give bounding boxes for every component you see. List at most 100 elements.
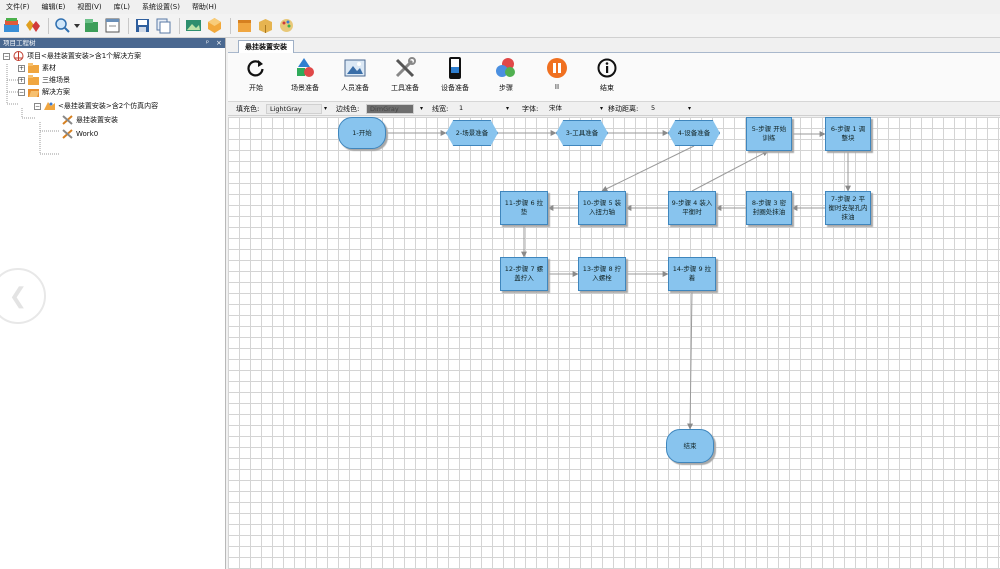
action-ribbon: 开始 场景准备 人员准备 工具准备 设备准备 步骤 II 结束 xyxy=(228,53,1000,102)
menu-library[interactable]: 库(L) xyxy=(113,3,131,11)
solution-icon xyxy=(44,102,55,110)
line-color-label: 边线色: xyxy=(336,105,360,113)
collapse-icon[interactable]: − xyxy=(3,52,10,60)
close-icon[interactable]: × xyxy=(216,39,222,47)
fill-color-select[interactable]: LightGray xyxy=(266,104,322,114)
flow-node-n8[interactable]: 8-步骤 3 密封圈处抹油 xyxy=(746,191,792,225)
flow-node-label: 13-步骤 8 拧入螺栓 xyxy=(582,265,622,282)
font-select[interactable]: 宋体 xyxy=(549,104,562,112)
chevron-down-icon[interactable]: ▾ xyxy=(688,105,692,112)
flow-node-n6[interactable]: 6-步骤 1 调整块 xyxy=(825,117,871,151)
tree-item-simulation[interactable]: 悬挂装置安装 xyxy=(62,114,118,126)
scene-prep-button[interactable]: 场景准备 xyxy=(285,57,325,99)
back-arrow-icon[interactable]: ❮ xyxy=(0,268,46,324)
tree-item-solutions[interactable]: − 解决方案 xyxy=(18,86,70,98)
flow-node-n1[interactable]: 1-开始 xyxy=(338,117,386,149)
flow-node-n5[interactable]: 5-步骤 开始训练 xyxy=(746,117,792,151)
tree-item-work[interactable]: Work0 xyxy=(62,128,98,140)
tree-item-assets[interactable]: + 素材 xyxy=(18,62,56,74)
flow-node-n13[interactable]: 13-步骤 8 拧入螺栓 xyxy=(578,257,626,291)
menu-settings[interactable]: 系统设置(S) xyxy=(142,3,180,11)
tree-item-scenes[interactable]: + 三维场景 xyxy=(18,74,70,86)
copy-icon[interactable] xyxy=(154,16,173,35)
tree-item-project[interactable]: − 项目<悬挂装置安装>含1个解决方案 xyxy=(3,50,141,62)
box-icon[interactable] xyxy=(235,16,254,35)
pin-icon[interactable]: ᵖ xyxy=(206,39,209,47)
staff-prep-button[interactable]: 人员准备 xyxy=(335,57,375,99)
steps-button[interactable]: 步骤 xyxy=(486,57,526,99)
pause-icon xyxy=(546,57,568,79)
flow-node-n15[interactable]: 结束 xyxy=(666,429,714,463)
tree-item-label: 素材 xyxy=(42,64,56,72)
menu-view[interactable]: 视图(V) xyxy=(77,3,102,11)
flow-node-n10[interactable]: 10-步骤 5 装入扭力轴 xyxy=(578,191,626,225)
collapse-icon[interactable]: − xyxy=(34,102,41,110)
flow-edge-n4-n10 xyxy=(601,145,695,192)
chevron-down-icon[interactable] xyxy=(74,16,80,35)
flow-node-label: 1-开始 xyxy=(352,128,372,137)
flow-node-n2[interactable]: 2-场景准备 xyxy=(446,120,498,146)
panel-title: 项目工程树 xyxy=(3,39,36,47)
landscape-icon[interactable] xyxy=(184,16,203,35)
flow-node-label: 结束 xyxy=(683,441,697,450)
pause-button[interactable]: II xyxy=(537,57,577,99)
cube-icon[interactable] xyxy=(205,16,224,35)
line-width-select[interactable]: 1 xyxy=(459,104,464,112)
folder-add-icon[interactable] xyxy=(82,16,101,35)
flow-node-n9[interactable]: 9-步骤 4 装入平衡时 xyxy=(668,191,716,225)
collapse-icon[interactable]: − xyxy=(18,88,25,96)
flow-edge-n9-n5 xyxy=(691,150,769,192)
flow-node-n4[interactable]: 4-设备准备 xyxy=(668,120,720,146)
flow-node-label: 6-步骤 1 调整块 xyxy=(830,125,866,142)
fill-color-label: 填充色: xyxy=(236,105,260,113)
tree-item-label: 悬挂装置安装 xyxy=(76,116,118,124)
flow-node-n7[interactable]: 7-步骤 2 平衡时支架孔内抹油 xyxy=(825,191,871,225)
window-icon[interactable] xyxy=(103,16,122,35)
chevron-down-icon[interactable]: ▾ xyxy=(420,105,424,112)
chevron-down-icon[interactable]: ▾ xyxy=(506,105,510,112)
staff-prep-label: 人员准备 xyxy=(341,84,369,92)
zoom-icon[interactable] xyxy=(53,16,72,35)
expand-icon[interactable]: + xyxy=(18,64,25,72)
tree-item-solution[interactable]: − <悬挂装置安装>含2个仿真内容 xyxy=(34,100,158,112)
flow-node-label: 5-步骤 开始训练 xyxy=(751,125,787,142)
main-toolbar xyxy=(0,14,1000,38)
project-tree: − 项目<悬挂装置安装>含1个解决方案 + 素材 + 三维场景 − 解决方案 −… xyxy=(0,48,226,248)
end-button[interactable]: 结束 xyxy=(587,57,627,99)
tool-prep-button[interactable]: 工具准备 xyxy=(385,57,425,99)
gems-icon[interactable] xyxy=(23,16,42,35)
palette-icon[interactable] xyxy=(277,16,296,35)
package-icon[interactable] xyxy=(256,16,275,35)
start-button[interactable]: 开始 xyxy=(236,57,276,99)
flow-node-label: 12-步骤 7 螺盖拧入 xyxy=(504,265,544,282)
flow-edge-n14-n15 xyxy=(687,290,694,430)
books-icon[interactable] xyxy=(2,16,21,35)
device-prep-button[interactable]: 设备准备 xyxy=(435,57,475,99)
document-tabbar: 悬挂装置安装 xyxy=(228,38,1000,53)
refresh-icon xyxy=(245,57,267,79)
document-panel: 悬挂装置安装 开始 场景准备 人员准备 工具准备 设备准备 步骤 II xyxy=(228,38,1000,569)
flow-node-n11[interactable]: 11-步骤 6 拉垫 xyxy=(500,191,548,225)
steps-label: 步骤 xyxy=(499,84,513,92)
flow-node-n12[interactable]: 12-步骤 7 螺盖拧入 xyxy=(500,257,548,291)
flow-canvas[interactable]: 1-开始 2-场景准备 3-工具准备 4-设备准备 5-步骤 开始训练 6-步骤 1 调整… xyxy=(228,117,1000,569)
menu-edit[interactable]: 编辑(E) xyxy=(41,3,66,11)
chevron-down-icon[interactable]: ▾ xyxy=(600,105,604,112)
device-prep-label: 设备准备 xyxy=(441,84,469,92)
tree-item-label: Work0 xyxy=(76,130,99,138)
expand-icon[interactable]: + xyxy=(18,76,25,84)
panel-header: 项目工程树 ᵖ × xyxy=(0,38,225,48)
chevron-down-icon[interactable]: ▾ xyxy=(324,105,328,112)
flow-node-label: 2-场景准备 xyxy=(455,128,489,137)
menu-file[interactable]: 文件(F) xyxy=(6,3,30,11)
save-icon[interactable] xyxy=(133,16,152,35)
line-color-select[interactable]: DimGray xyxy=(366,104,414,114)
move-distance-select[interactable]: 5 xyxy=(651,104,656,112)
tools-icon xyxy=(394,57,416,79)
menu-help[interactable]: 帮助(H) xyxy=(191,3,217,11)
folder-icon xyxy=(28,63,39,73)
flow-node-n14[interactable]: 14-步骤 9 拉着 xyxy=(668,257,716,291)
tab-suspension-install[interactable]: 悬挂装置安装 xyxy=(238,40,294,53)
flow-node-label: 3-工具准备 xyxy=(565,128,599,137)
flow-node-n3[interactable]: 3-工具准备 xyxy=(556,120,608,146)
